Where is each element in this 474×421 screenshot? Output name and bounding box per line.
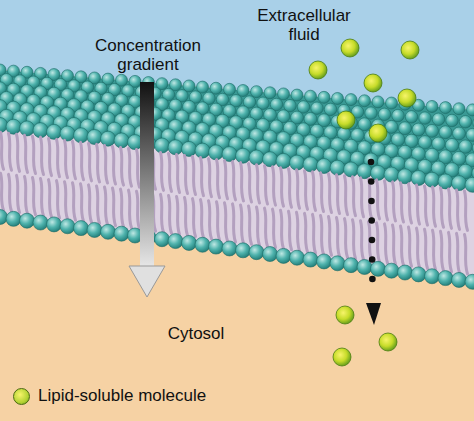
diffusion-arrowhead xyxy=(366,303,381,325)
arrow-label: Concentration gradient xyxy=(73,36,223,74)
region-label: Extracellular fluid xyxy=(249,6,359,44)
lipid-soluble-molecules xyxy=(309,39,419,366)
legend-text: Lipid-soluble molecule xyxy=(38,386,206,406)
diffusion-path xyxy=(368,159,376,283)
membrane-core xyxy=(0,125,474,282)
phospholipid-tails xyxy=(1,132,468,274)
gradient-arrow xyxy=(129,82,165,297)
phospholipid-heads xyxy=(0,63,474,194)
region-label: Cytosol xyxy=(141,324,251,343)
phospholipid-heads xyxy=(0,208,474,291)
legend-item: Lipid-soluble molecule xyxy=(13,386,206,406)
legend-swatch xyxy=(13,388,30,405)
